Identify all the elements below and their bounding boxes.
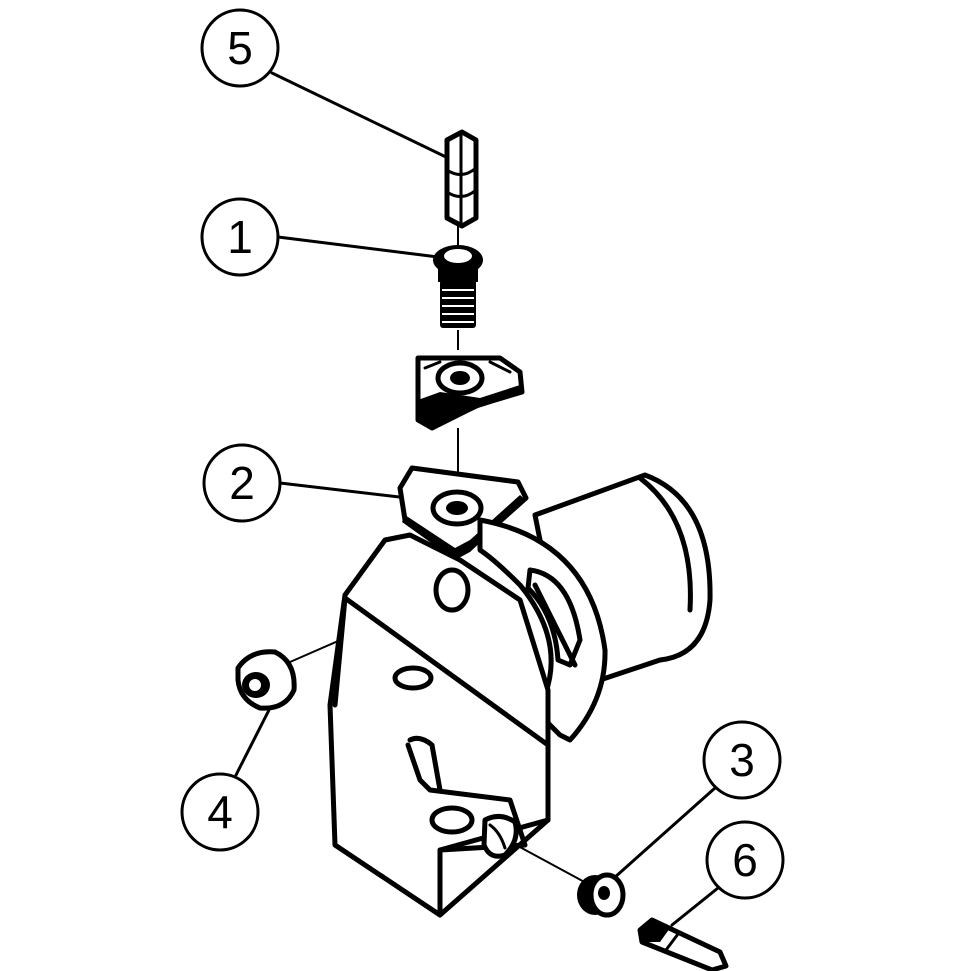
callout-3-label: 3	[729, 734, 755, 786]
part-1-screw	[433, 245, 483, 328]
leader-3	[612, 786, 717, 880]
part-6-hex-key	[637, 917, 729, 971]
part-5-hex-key	[444, 129, 479, 229]
part-3-screw	[577, 872, 626, 918]
tool-holder-body	[327, 472, 713, 918]
callout-1-label: 1	[227, 211, 253, 263]
callouts: 5 1 2 4 3 6	[180, 8, 785, 900]
callout-6-label: 6	[732, 834, 758, 886]
leader-2	[278, 481, 410, 500]
leader-4	[234, 706, 272, 777]
callout-6: 6	[705, 820, 785, 900]
leader-6	[670, 886, 720, 927]
callout-1: 1	[200, 197, 280, 277]
callout-3: 3	[702, 720, 782, 800]
callout-5: 5	[200, 8, 280, 88]
leader-5	[270, 71, 448, 159]
callout-5-label: 5	[227, 22, 253, 74]
callout-4-label: 4	[207, 786, 233, 838]
leader-1	[276, 235, 448, 260]
callout-4: 4	[180, 772, 260, 852]
part-4-nut	[235, 649, 297, 711]
leader-lines	[234, 71, 720, 927]
callout-2-label: 2	[229, 457, 255, 509]
callout-2: 2	[202, 443, 282, 523]
cutting-insert	[415, 355, 525, 431]
